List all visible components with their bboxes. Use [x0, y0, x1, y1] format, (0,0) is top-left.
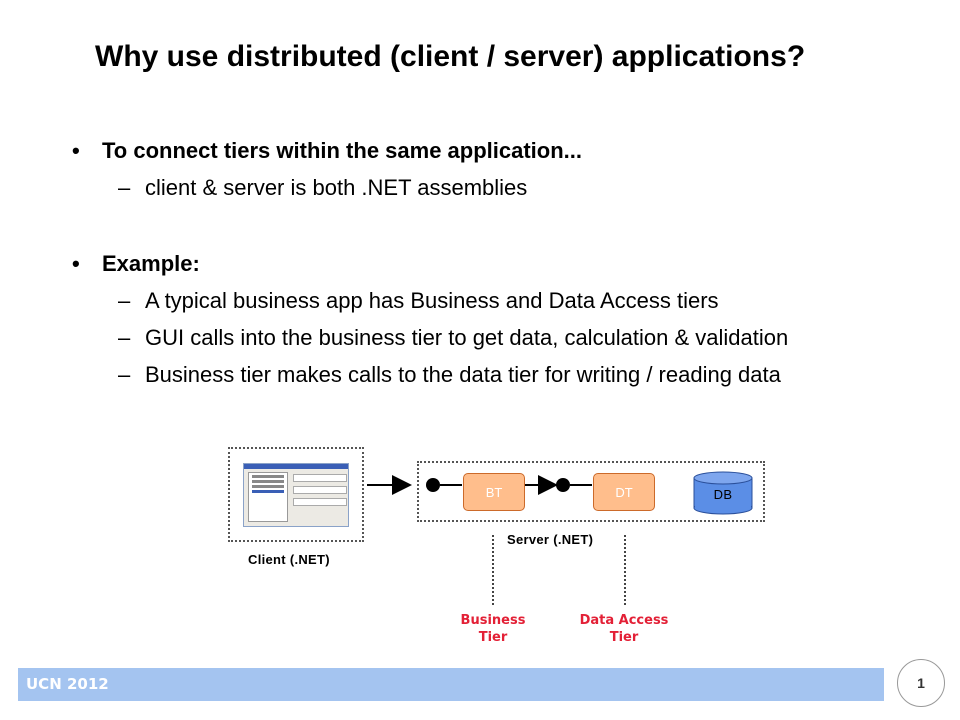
- data-access-tier-label: Data Access Tier: [559, 612, 689, 646]
- bullet-2-sub-2: – GUI calls into the business tier to ge…: [118, 325, 788, 351]
- client-box: [228, 447, 364, 542]
- sub-bullet-marker: –: [118, 325, 131, 350]
- bt-connector-node: [426, 478, 440, 492]
- client-label: Client (.NET): [248, 552, 330, 567]
- bullet-2-sub-3: – Business tier makes calls to the data …: [118, 362, 781, 388]
- bullet-2-sub-1: – A typical business app has Business an…: [118, 288, 719, 314]
- slide-title: Why use distributed (client / server) ap…: [95, 40, 806, 73]
- business-tier-label-line2: Tier: [478, 630, 508, 645]
- dt-label: DT: [615, 484, 633, 500]
- sub-bullet-marker: –: [118, 175, 131, 200]
- dt-connector-node: [556, 478, 570, 492]
- bullet-2-sub-2-text: GUI calls into the business tier to get …: [145, 325, 789, 350]
- data-access-tier-label-line2: Tier: [609, 630, 639, 645]
- bullet-2-text: Example:: [102, 251, 200, 276]
- sub-bullet-marker: –: [118, 362, 131, 387]
- business-tier-label: Business Tier: [428, 612, 558, 646]
- bullet-1: • To connect tiers within the same appli…: [72, 138, 582, 164]
- sub-bullet-marker: –: [118, 288, 131, 313]
- server-label: Server (.NET): [507, 532, 594, 547]
- bullet-1-text: To connect tiers within the same applica…: [102, 138, 583, 163]
- client-app-screenshot: [243, 463, 349, 527]
- bt-label: BT: [485, 484, 503, 500]
- bullet-marker: •: [72, 138, 80, 163]
- bullet-1-sub-1: – client & server is both .NET assemblie…: [118, 175, 527, 201]
- footer-label: UCN 2012: [26, 675, 109, 693]
- footer-bar: [18, 668, 884, 701]
- dt-component: DT: [593, 473, 655, 511]
- bullet-2-sub-3-text: Business tier makes calls to the data ti…: [145, 362, 781, 387]
- bullet-marker: •: [72, 251, 80, 276]
- bt-component: BT: [463, 473, 525, 511]
- bullet-1-sub-1-text: client & server is both .NET assemblies: [145, 175, 528, 200]
- page-number: 1: [917, 675, 925, 691]
- business-tier-label-line1: Business: [460, 613, 526, 628]
- bullet-2: • Example:: [72, 251, 200, 277]
- server-box: [417, 461, 765, 522]
- bullet-2-sub-1-text: A typical business app has Business and …: [145, 288, 719, 313]
- db-label: DB: [713, 487, 733, 502]
- page-number-badge: 1: [897, 659, 945, 707]
- data-access-tier-label-line1: Data Access: [579, 613, 669, 628]
